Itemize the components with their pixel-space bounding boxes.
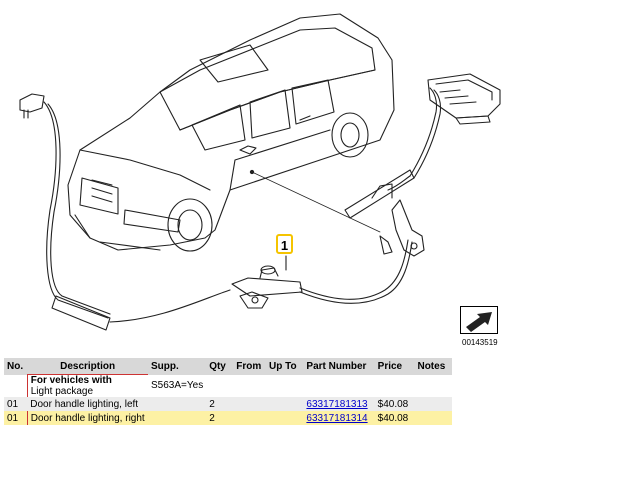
col-qty: Qty — [206, 358, 234, 375]
part-callout-number[interactable]: 1 — [276, 234, 293, 254]
image-number: 00143519 — [462, 338, 498, 347]
parts-table: No. Description Supp. Qty From Up To Par… — [4, 358, 452, 425]
navigation-button[interactable] — [460, 306, 498, 334]
table-row-selected[interactable]: 01 Door handle lighting, right 2 6331718… — [4, 411, 452, 425]
car-illustration — [67, 13, 395, 252]
col-supp: Supp. — [148, 358, 207, 375]
col-part-number: Part Number — [303, 358, 375, 375]
parts-illustration — [19, 13, 501, 332]
group-supp: S563A=Yes — [151, 380, 204, 392]
col-upto: Up To — [266, 358, 304, 375]
row-no: 01 — [4, 397, 28, 411]
col-price: Price — [374, 358, 415, 375]
col-no: No. — [4, 358, 28, 375]
row-price: $40.08 — [374, 411, 415, 425]
left-wire-harness — [19, 93, 231, 331]
col-notes: Notes — [414, 358, 452, 375]
row-price: $40.08 — [374, 397, 415, 411]
group-title: For vehicles with — [30, 375, 112, 386]
row-description: Door handle lighting, right — [26, 411, 149, 425]
row-no: 01 — [4, 411, 28, 425]
arrow-icon — [466, 312, 492, 332]
part-number-link[interactable]: 63317181314 — [306, 412, 368, 424]
part-number-link[interactable]: 63317181313 — [306, 398, 368, 410]
col-from: From — [233, 358, 267, 375]
right-bracket-part — [344, 87, 442, 257]
parts-diagram — [19, 13, 501, 332]
group-description: For vehicles with Light package — [26, 374, 149, 397]
row-qty: 2 — [206, 397, 234, 411]
table-header-row: No. Description Supp. Qty From Up To Par… — [4, 358, 452, 375]
table-row[interactable]: 01 Door handle lighting, left 2 63317181… — [4, 397, 452, 411]
col-description: Description — [27, 358, 149, 375]
row-qty: 2 — [206, 411, 234, 425]
group-subtitle: Light package — [30, 386, 94, 397]
row-description: Door handle lighting, left — [27, 397, 149, 411]
door-handle-lighting-part — [231, 239, 413, 309]
group-row: For vehicles with Light package S563A=Ye… — [4, 374, 452, 397]
connector-part — [427, 73, 501, 125]
